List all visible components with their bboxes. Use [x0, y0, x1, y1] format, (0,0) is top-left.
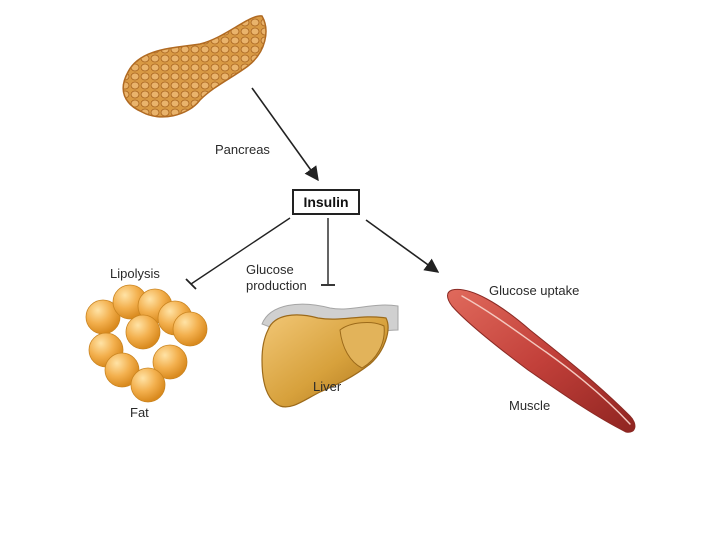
pancreas-illustration — [122, 15, 267, 118]
pancreas-to-insulin-arrow — [251, 87, 319, 182]
insulin-to-glucose-production-inhibit — [321, 218, 335, 286]
pancreas-label: Pancreas — [215, 142, 270, 157]
insulin-to-glucose-uptake-arrow — [365, 219, 440, 273]
insulin-box: Insulin — [292, 189, 360, 215]
muscle-label: Muscle — [509, 398, 551, 413]
liver-label: Liver — [313, 379, 342, 394]
insulin-to-lipolysis-inhibit — [185, 217, 291, 290]
glucose-production-label: Glucose production — [246, 262, 307, 293]
fat-label: Fat — [130, 405, 149, 420]
muscle-illustration — [447, 288, 636, 433]
glucose-uptake-label: Glucose uptake — [489, 283, 580, 298]
lipolysis-label: Lipolysis — [110, 266, 160, 281]
fat-cells-illustration — [85, 284, 208, 403]
liver-illustration — [261, 303, 399, 408]
